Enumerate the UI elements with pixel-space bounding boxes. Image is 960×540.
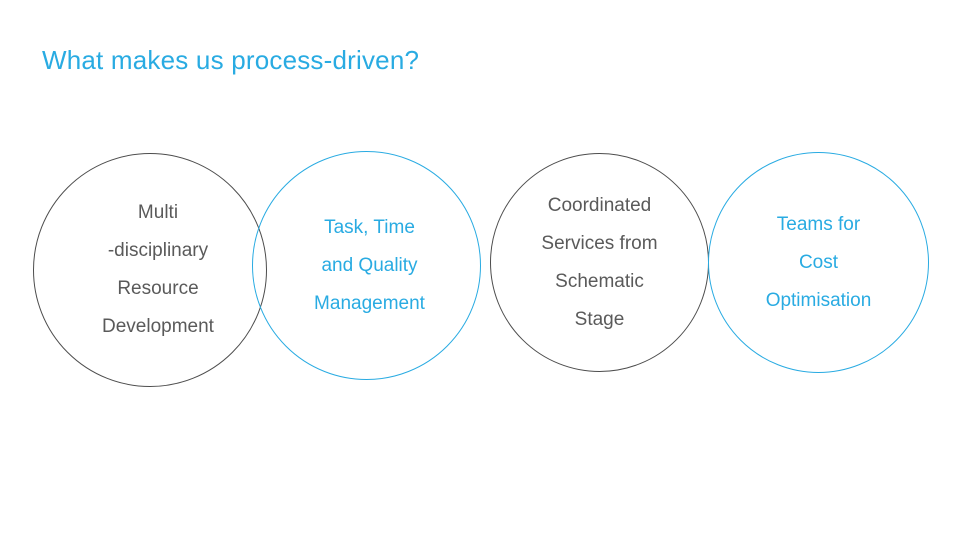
circle-multi-disciplinary-resource-development[interactable]: Multi -disciplinary Resource Development: [33, 153, 267, 387]
circle-coordinated-services-from-schematic-stage[interactable]: Coordinated Services from Schematic Stag…: [490, 153, 709, 372]
page-title: What makes us process-driven?: [42, 45, 420, 76]
circle-label: Multi -disciplinary Resource Development: [102, 202, 214, 337]
circle-label: Coordinated Services from Schematic Stag…: [541, 194, 658, 330]
circle-label: Teams for Cost Optimisation: [765, 213, 872, 311]
circle-task-time-and-quality-management[interactable]: Task, Time and Quality Management: [252, 151, 481, 380]
circle-teams-for-cost-optimisation[interactable]: Teams for Cost Optimisation: [708, 152, 929, 373]
circle-label: Task, Time and Quality Management: [314, 216, 425, 314]
